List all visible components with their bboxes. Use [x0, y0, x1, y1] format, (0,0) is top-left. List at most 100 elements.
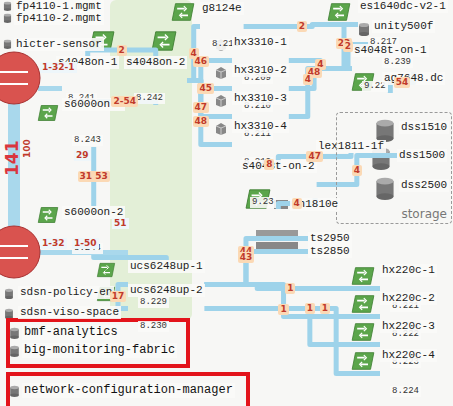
port-number: 45	[197, 83, 214, 94]
ip-address: 8.242	[134, 93, 165, 104]
router-link	[38, 86, 62, 91]
device-name: s4048t-on-1	[352, 44, 429, 57]
link-label: 1-32-1	[40, 62, 77, 73]
device-name: dss1510	[399, 121, 449, 134]
link-label: 1-32	[40, 238, 67, 249]
device-name: hx220c-1	[380, 264, 437, 277]
port-number: 2	[297, 21, 307, 32]
port-number: 1	[320, 303, 330, 314]
port-number: 1	[285, 283, 295, 294]
device-node: sdsn-policy-en	[18, 286, 114, 299]
network-link	[187, 27, 200, 81]
network-link	[205, 239, 308, 285]
device-name: dss1500	[397, 149, 447, 162]
network-link	[205, 309, 380, 345]
device-name: hx3310-2	[232, 64, 289, 77]
device-name: ucs6248up-1	[128, 260, 205, 273]
ip-address: 8.243	[72, 135, 103, 146]
link-label: 141	[3, 139, 22, 179]
port-number: 1	[305, 303, 315, 314]
device-name: lex1811-1f	[316, 140, 386, 153]
link-label: 29	[74, 150, 91, 161]
device-name: hx220c-4	[380, 349, 437, 362]
port-number: 2	[117, 45, 127, 56]
device-node: ts2850	[308, 245, 352, 258]
device-name: ag7648.dc	[382, 72, 445, 85]
network-link	[187, 81, 232, 117]
device-node: hx220c-28.222	[380, 292, 437, 341]
device-node: dss2500	[399, 179, 449, 192]
link-label: 51	[112, 218, 129, 229]
device-name: hx220c-3	[380, 320, 437, 333]
device-name: ts2850	[308, 245, 352, 258]
router-icon	[0, 52, 40, 104]
device-name: ucs6248up-2	[128, 284, 205, 297]
device-name: hx3310-1	[232, 36, 289, 49]
port-number: 4	[292, 198, 302, 209]
port-number: 43	[238, 252, 255, 263]
device-name: hicter-sensor	[14, 38, 104, 51]
device-name: hx3310-3	[232, 92, 289, 105]
port-number: 47	[193, 102, 210, 113]
port-number: 54	[394, 77, 411, 88]
device-name: bmf-analytics	[22, 325, 120, 340]
device-name: big-monitoring-fabric	[22, 343, 177, 358]
network-link	[317, 156, 397, 185]
device-node: sdsn-viso-space	[18, 306, 121, 319]
device-name: s4048on-2	[124, 56, 187, 69]
device-name: sdsn-viso-space	[18, 306, 121, 319]
port-number: 31 53	[78, 171, 110, 182]
device-node: fp4110-2.mgmt	[14, 12, 104, 25]
device-node: hx3310-38.211	[232, 92, 289, 141]
device-name: hx3310-4	[232, 120, 289, 133]
device-name: ts2950	[308, 232, 352, 245]
device-name: es1640dc-v2-1	[358, 0, 448, 13]
device-name: network-configuration-manager	[22, 383, 235, 398]
device-node: hicter-sensor	[14, 38, 104, 51]
device-name: g8124e	[200, 2, 244, 15]
device-node: big-monitoring-fabric	[22, 343, 177, 358]
port-number: 2-54	[111, 96, 138, 107]
port-number: 48	[193, 116, 210, 127]
port-number: 1	[278, 304, 288, 315]
device-node: ts2950	[308, 232, 352, 245]
network-link	[205, 309, 380, 374]
device-name: sdsn-policy-en	[18, 286, 114, 299]
device-node: ucs6248up-2 8.230	[128, 284, 205, 333]
ip-address: 8.224	[390, 386, 421, 397]
device-node: hx3310-18.209	[232, 36, 289, 85]
port-number: 17	[110, 291, 127, 302]
port-number: 4	[303, 74, 313, 85]
link-label: 1-50	[72, 238, 99, 249]
device-node: hx220c-4 8.224	[380, 349, 437, 398]
port-number: 4	[352, 165, 362, 176]
device-node: dss1510	[399, 121, 449, 134]
network-link	[187, 81, 232, 145]
device-name: storage	[401, 207, 447, 221]
device-node: s4048t-on-19.22	[352, 44, 429, 93]
port-number: 2	[343, 41, 353, 52]
ip-address: 8.230	[138, 321, 169, 332]
ip-address: 8.229	[138, 297, 169, 308]
device-node: lex1811-1f	[316, 140, 386, 153]
device-node: network-configuration-manager	[22, 383, 235, 398]
network-link	[205, 252, 308, 285]
device-node: hx220c-18.221	[380, 264, 437, 313]
device-node: s4048t-on-2 9.23	[240, 160, 317, 209]
port-number: 47	[306, 151, 323, 162]
link-label: 100	[22, 137, 33, 160]
device-node: dss1500	[397, 149, 447, 162]
device-node: ag7648.dc	[382, 72, 445, 85]
device-node: hx3310-28.210	[232, 64, 289, 113]
device-node: bmf-analytics	[22, 325, 120, 340]
port-number: 46	[193, 56, 210, 67]
highlight-box	[8, 320, 188, 366]
highlight-box	[8, 374, 248, 406]
device-name: s4048t-on-2	[240, 160, 317, 173]
device-name: fp4110-2.mgmt	[14, 12, 104, 25]
ip-address: 8.239	[382, 57, 413, 68]
router-icon	[0, 226, 40, 278]
device-name: dss2500	[399, 179, 449, 192]
ip-address: 9.23	[250, 197, 276, 208]
